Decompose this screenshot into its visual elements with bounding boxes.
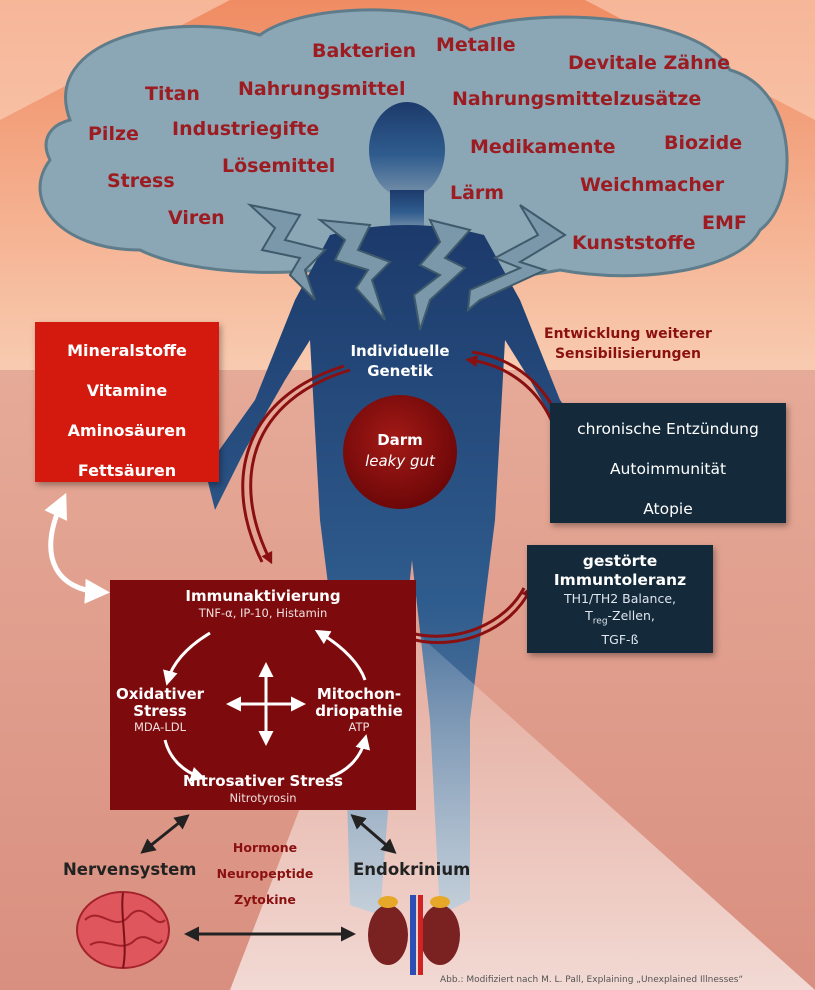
cycle-bottom-node: Nitrosativer Stress Nitrotyrosin: [110, 772, 416, 805]
tolerance-sub2-sub: reg: [592, 616, 608, 627]
genetik-line1: Individuelle: [350, 342, 450, 360]
nitrosativer-stress-title: Nitrosativer Stress: [183, 772, 343, 790]
cloud-word-viren: Viren: [168, 207, 225, 229]
oxidativer-stress-line2: Stress: [133, 702, 187, 720]
cloud-word-medikamente: Medikamente: [470, 136, 616, 158]
cloud-word-biozide: Biozide: [664, 132, 743, 154]
mitochondriopathie-line2: driopathie: [315, 702, 403, 720]
cloud-word-pilze: Pilze: [88, 123, 139, 145]
cloud-word-titan: Titan: [145, 83, 200, 105]
tolerance-sub3: TGF-ß: [601, 631, 639, 647]
immunaktivierung-sub: TNF-α, IP-10, Histamin: [198, 606, 328, 620]
cycle-left-node: Oxidativer Stress MDA-LDL: [112, 686, 208, 735]
nutrient-item: Aminosäuren: [67, 421, 187, 440]
tolerance-sub1: TH1/TH2 Balance,: [564, 591, 676, 606]
cloud-word-loesemittel: Lösemittel: [222, 155, 336, 177]
immune-tolerance-box: gestörte Immuntoleranz TH1/TH2 Balance, …: [527, 545, 713, 653]
immune-outcome-item: Atopie: [643, 500, 693, 518]
mediator-item: Hormone: [232, 840, 298, 855]
immune-outcomes-box: chronische Entzündung Autoimmunität Atop…: [550, 403, 786, 523]
cloud-word-metalle: Metalle: [436, 34, 516, 56]
endokrinium-label: Endokrinium: [353, 860, 471, 879]
lightning-bolts: [246, 203, 567, 331]
cloud-word-weichmacher: Weichmacher: [580, 174, 725, 196]
mitochondriopathie-sub: ATP: [348, 720, 370, 734]
cloud-word-bakterien: Bakterien: [312, 40, 417, 62]
tolerance-sub2-pre: T: [585, 608, 593, 623]
human-body-silhouette: [205, 102, 610, 915]
kidneys-graphic: [368, 895, 460, 975]
immune-outcome-item: Autoimmunität: [609, 460, 727, 478]
cloud-word-stress: Stress: [107, 170, 175, 192]
cloud-word-industriegifte: Industriegifte: [172, 118, 320, 140]
mediator-item: Zytokine: [234, 892, 296, 907]
mediator-item: Neuropeptide: [216, 866, 314, 881]
tolerance-sub2-post: -Zellen,: [607, 608, 655, 623]
darm-label: Darm leaky gut: [343, 430, 457, 472]
cloud-word-nahrungsmittel: Nahrungsmittel: [238, 78, 406, 100]
tolerance-title1: gestörte: [582, 552, 658, 570]
oxidativer-stress-sub: MDA-LDL: [133, 720, 186, 734]
nervensystem-label: Nervensystem: [63, 860, 197, 879]
sensibilisierung-label: Entwicklung weiterer Sensibilisierungen: [528, 324, 728, 364]
tolerance-sub2: Treg-Zellen,: [527, 607, 713, 631]
immunaktivierung-title: Immunaktivierung: [185, 587, 341, 605]
mediators-list: Hormone Neuropeptide Zytokine: [205, 835, 325, 913]
cycle-top-node: Immunaktivierung TNF-α, IP-10, Histamin: [110, 587, 416, 621]
mitochondriopathie-line1: Mitochon-: [316, 685, 402, 703]
genetik-line2: Genetik: [367, 362, 433, 380]
immune-outcome-item: chronische Entzündung: [577, 420, 759, 438]
nutrients-box: Mineralstoffe Vitamine Aminosäuren Fetts…: [35, 322, 219, 482]
sensibilisierung-line2: Sensibilisierungen: [554, 346, 702, 362]
cloud-word-nahrungsmittelzusaetze: Nahrungsmittelzusätze: [452, 88, 702, 110]
darm-circle: [343, 395, 457, 509]
cloud-word-laerm: Lärm: [450, 182, 505, 204]
credit-caption: Abb.: Modifiziert nach M. L. Pall, Expla…: [440, 975, 744, 985]
tolerance-title2: Immuntoleranz: [553, 571, 687, 589]
sensibilisierung-line1: Entwicklung weiterer: [544, 326, 712, 342]
cloud-word-devitale-zaehne: Devitale Zähne: [568, 52, 731, 74]
darm-title: Darm: [377, 431, 423, 449]
nutrient-item: Vitamine: [86, 381, 168, 400]
nutrient-item: Mineralstoffe: [67, 341, 187, 360]
cycle-right-node: Mitochon- driopathie ATP: [305, 686, 413, 735]
cloud-word-emf: EMF: [702, 212, 747, 234]
brain-graphic: [76, 891, 170, 969]
genetik-label: Individuelle Genetik: [335, 341, 465, 381]
nutrient-item: Fettsäuren: [77, 461, 177, 480]
oxidativer-stress-line1: Oxidativer: [115, 685, 205, 703]
cloud-word-kunststoffe: Kunststoffe: [572, 232, 696, 254]
nitrosativer-stress-sub: Nitrotyrosin: [229, 791, 297, 805]
darm-subtitle: leaky gut: [365, 452, 435, 470]
